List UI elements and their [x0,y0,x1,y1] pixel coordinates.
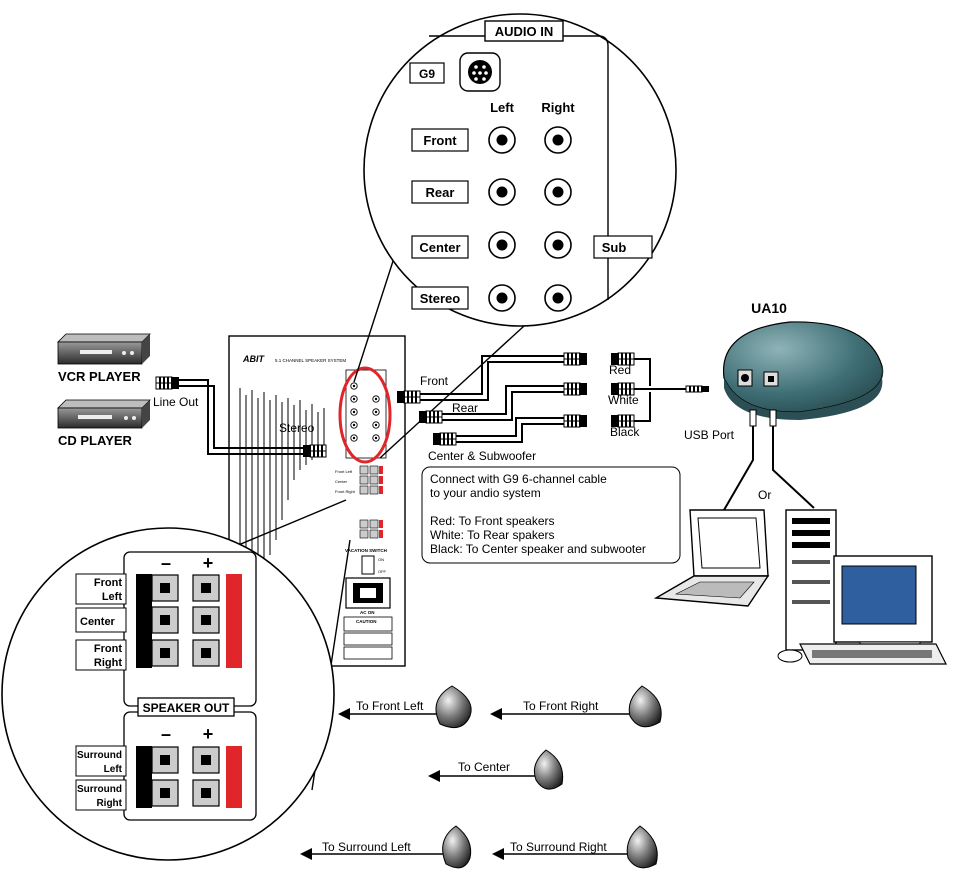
jack-front-right [544,126,572,154]
rear-cable-label: Rear [452,401,478,415]
center-label: Center [80,616,116,628]
brand-logo: ABIT [242,354,265,364]
to-surround-right-label: To Surround Right [510,840,607,854]
black-cable-label: Black [610,425,640,439]
surround-left-label-1: Surround [77,750,122,761]
minus-label-bottom: – [161,724,171,744]
front-cable-label: Front [420,374,449,388]
speaker-center [428,749,564,790]
usb-cables [723,409,815,511]
row-label-center: Center [419,240,460,255]
small-label-center: Center [335,479,348,484]
vcr-player-label: VCR PLAYER [58,369,141,384]
g9-label: G9 [419,67,435,81]
or-label: Or [758,488,771,502]
center-sub-cable-label: Center & Subwoofer [428,449,536,463]
to-front-right-label: To Front Right [523,699,599,713]
audio-in-title: AUDIO IN [495,24,554,39]
speaker-front-right [490,685,662,728]
to-surround-left-label: To Surround Left [322,840,411,854]
col-right-label: Right [541,100,575,115]
small-label-front-right: Front Right [335,489,356,494]
audio-in-magnifier: AUDIO IN G9 Left Right Front Rear Center… [353,13,677,459]
cd-player [57,399,151,429]
row-label-stereo: Stereo [420,291,461,306]
speaker-surround-right [492,825,658,869]
ua10-title: UA10 [751,300,787,316]
ua10-device [722,321,884,420]
front-left-label-2: Left [102,591,123,603]
switch-on-label: ON [378,557,384,562]
connection-note: Connect with G9 6-channel cable to your … [421,466,681,564]
note-line-2: to your andio system [430,486,541,500]
jack-center [488,231,516,259]
stereo-cable [155,376,327,458]
caution-label: CAUTION [356,619,377,624]
front-left-label-1: Front [94,577,122,589]
front-terminals [136,574,242,668]
sub-label: Sub [602,240,627,255]
row-label-front: Front [423,133,457,148]
note-line-4: Red: To Front speakers [430,514,555,528]
plus-label-bottom: + [203,724,214,744]
jack-rear-left [488,178,516,206]
surround-right-label-2: Right [96,798,122,809]
multichannel-cables [397,352,709,446]
small-label-front-left: Front Left [335,469,353,474]
laptop [653,509,770,607]
small-speaker-out-block: Front Left Center Front Right [335,465,383,539]
surround-left-label-2: Left [104,764,123,775]
note-line-6: Black: To Center speaker and subwooter [430,542,646,556]
cd-player-label: CD PLAYER [58,433,133,448]
white-cable-label: White [608,393,639,407]
surround-terminals [136,746,242,808]
stereo-label: Stereo [279,421,315,435]
speaker-front-left [338,685,472,729]
usb-port-label: USB Port [684,428,735,442]
ac-socket [345,577,391,609]
small-jack [350,395,358,403]
front-right-label-1: Front [94,643,122,655]
speaker-out-title: SPEAKER OUT [143,701,230,715]
to-front-left-label: To Front Left [356,699,424,713]
small-audio-in-block [345,369,387,459]
vcr-player [57,333,151,365]
highlight-ring [338,366,392,464]
minus-label-top: – [161,553,171,573]
desktop-computer [777,509,947,665]
vacation-switch[interactable] [361,555,375,575]
line-out-label: Line Out [153,395,199,409]
jack-stereo-right [544,284,572,312]
speaker-out-magnifier: – + Front Left Center Front Right SPEAKE… [1,499,351,861]
note-line-5: White: To Rear spakers [430,528,555,542]
row-label-rear: Rear [426,185,455,200]
plus-label-top: + [203,553,214,573]
jack-front-left [488,126,516,154]
jack-subwoofer [544,231,572,259]
switch-off-label: OFF [378,569,387,574]
front-right-label-2: Right [94,657,122,669]
col-left-label: Left [490,100,515,115]
vacation-switch-label: VACATION SWITCH [345,548,387,553]
system-title: 5.1 CHANNEL SPEAKER SYSTEM [275,358,346,363]
surround-right-label-1: Surround [77,784,122,795]
ac-on-label: AC ON [360,610,375,615]
jack-stereo-left [488,284,516,312]
red-cable-label: Red [609,363,631,377]
to-center-label: To Center [458,760,510,774]
speaker-surround-left [300,825,472,869]
note-line-1: Connect with G9 6-channel cable [430,472,607,486]
g9-connector [459,52,501,92]
jack-rear-right [544,178,572,206]
